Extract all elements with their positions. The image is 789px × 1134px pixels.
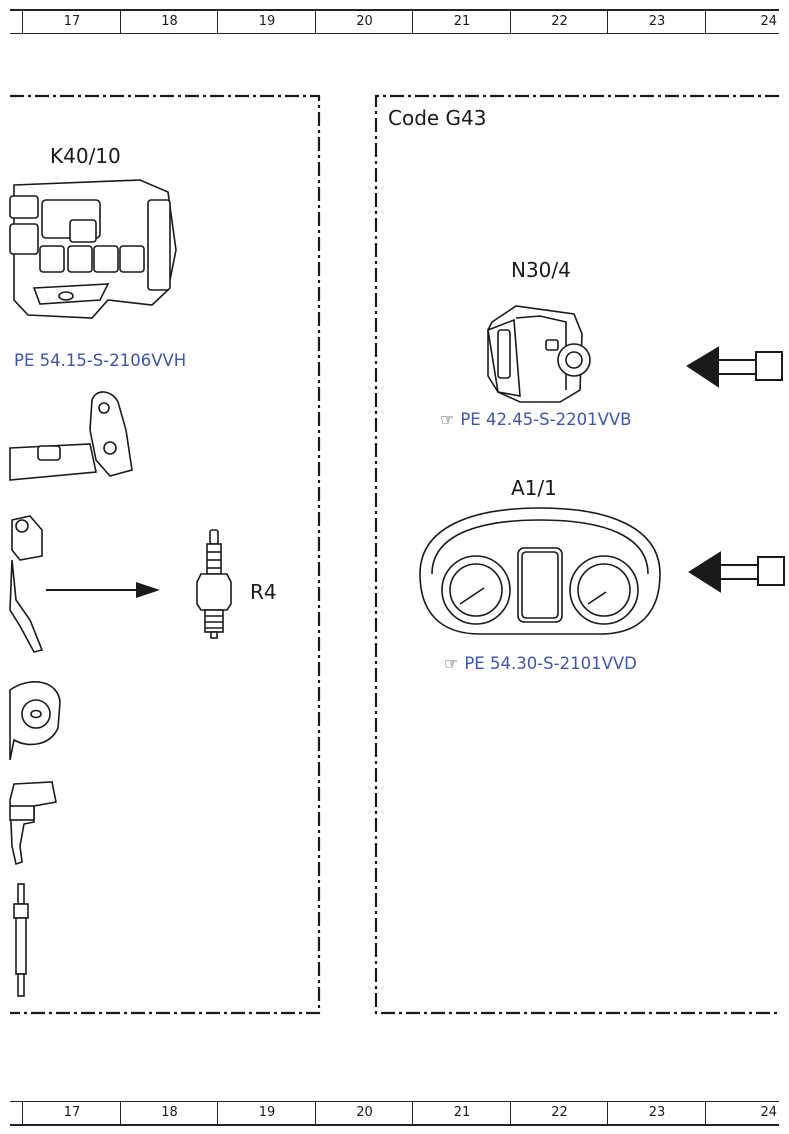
ruler-cell: 17: [22, 1102, 121, 1124]
ruler-cell: 18: [120, 1102, 218, 1124]
ruler-cell: 24: [705, 1102, 779, 1124]
spark-plug-drawing: [196, 529, 232, 639]
ruler-cell: 23: [607, 11, 706, 33]
abs-control-unit-drawing: [487, 305, 591, 403]
ruler-cell: 22: [510, 11, 608, 33]
connector-arrow-lower: [688, 551, 785, 593]
instrument-cluster-drawing: [419, 507, 661, 635]
speed-sensor-drawing: [9, 781, 57, 866]
n30-4-label: N30/4: [511, 258, 571, 282]
sensor-bracket-drawing: [9, 391, 133, 481]
ruler-cell: 19: [217, 11, 316, 33]
right-panel-border: [374, 94, 779, 1015]
ruler-cell: 19: [217, 1102, 316, 1124]
ruler-cell: 18: [120, 11, 218, 33]
reference-text: PE 54.30-S-2101VVD: [464, 654, 637, 673]
code-g43-title: Code G43: [388, 106, 487, 130]
ruler-cell: 20: [315, 11, 413, 33]
column-ruler-top: 17 18 19 20 21 22 23 24: [10, 9, 779, 34]
ruler-cell: 21: [412, 11, 511, 33]
ignition-coil-drawing: [9, 515, 44, 653]
pointing-hand-icon: ☞: [440, 410, 455, 429]
reference-text: PE 42.45-S-2201VVB: [460, 410, 632, 429]
pointing-hand-icon: ☞: [444, 654, 459, 673]
relay-module-drawing: [9, 179, 177, 319]
ruler-cell: 17: [22, 11, 121, 33]
k40-10-label: K40/10: [50, 144, 121, 168]
a1-1-reference-link[interactable]: ☞ PE 54.30-S-2101VVD: [444, 654, 637, 673]
n30-4-reference-link[interactable]: ☞ PE 42.45-S-2201VVB: [440, 410, 631, 429]
arrow-to-spark-plug: [46, 582, 160, 598]
ruler-cell: 22: [510, 1102, 608, 1124]
ruler-cell: 20: [315, 1102, 413, 1124]
reference-text: PE 54.15-S-2106VVH: [14, 351, 187, 370]
ruler-cell: 21: [412, 1102, 511, 1124]
ruler-cell: 24: [705, 11, 779, 33]
ruler-cell: 23: [607, 1102, 706, 1124]
a1-1-label: A1/1: [511, 476, 557, 500]
left-panel-border: [10, 94, 321, 1015]
connector-arrow-upper: [686, 346, 783, 388]
column-ruler-bottom: 17 18 19 20 21 22 23 24: [10, 1101, 779, 1126]
round-sensor-drawing: [9, 681, 61, 761]
r4-label: R4: [250, 580, 277, 604]
glow-plug-drawing: [13, 883, 29, 997]
k40-10-reference-link[interactable]: PE 54.15-S-2106VVH: [14, 351, 186, 370]
